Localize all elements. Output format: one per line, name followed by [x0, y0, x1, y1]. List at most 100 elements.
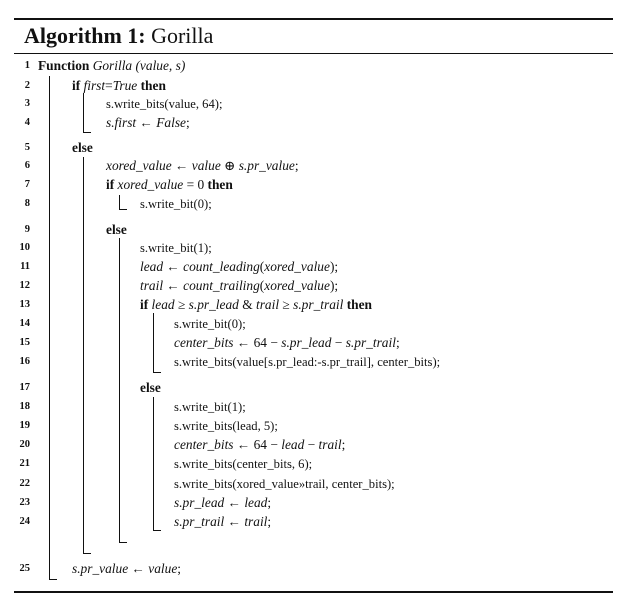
symbol: ;: [186, 115, 190, 130]
line-number: 2: [24, 80, 30, 91]
identifier: True: [112, 78, 138, 93]
symbol: ←: [128, 561, 149, 576]
identifier: s.pr_trail: [293, 297, 344, 312]
line-code: else: [140, 378, 161, 398]
identifier: center_bits: [174, 437, 234, 452]
identifier: lead: [151, 297, 175, 312]
keyword: else: [72, 140, 93, 155]
block-bar-else: [49, 76, 50, 579]
block-foot-if-first: [83, 132, 91, 133]
line-number: 5: [24, 142, 30, 153]
line-number: 7: [24, 179, 30, 190]
line-number: 18: [19, 401, 31, 412]
line-number: 12: [19, 280, 31, 291]
statement: s.write_bit(0);: [140, 197, 212, 211]
symbol: );: [329, 278, 339, 293]
symbol: ;: [294, 158, 299, 173]
identifier: xored_value: [264, 278, 330, 293]
title-rule: [14, 53, 613, 54]
symbol: &: [238, 297, 256, 312]
line-number: 14: [19, 318, 31, 329]
identifier: xored_value: [264, 259, 330, 274]
identifier: s.pr_lead: [188, 297, 239, 312]
algorithm-line: 7 if xored_value = 0 then: [0, 175, 627, 195]
line-number: 25: [19, 563, 31, 574]
identifier: lead: [140, 259, 164, 274]
line-code: s.write_bits(lead, 5);: [174, 416, 278, 436]
block-foot-else-inner: [119, 542, 127, 543]
symbol: ≥: [174, 297, 189, 312]
symbol: ;: [177, 561, 181, 576]
identifier: s.pr_trail: [174, 514, 225, 529]
identifier: trail: [244, 514, 268, 529]
line-code: s.write_bit(1);: [140, 238, 212, 258]
identifier: count_leading: [183, 259, 260, 274]
keyword: Function: [38, 58, 93, 73]
statement: s.write_bits(value, 64);: [106, 97, 223, 111]
symbol: ←: [163, 278, 184, 293]
identifier: xored_value: [106, 158, 172, 173]
line-code: if first=True then: [72, 76, 166, 96]
symbol: ;: [267, 514, 272, 529]
identifier: Gorilla (value, s): [92, 58, 186, 73]
keyword: then: [343, 297, 372, 312]
block-foot-else-outer: [83, 553, 91, 554]
line-code: if xored_value = 0 then: [106, 175, 233, 195]
line-code: s.write_bit(0);: [140, 194, 212, 214]
symbol: =: [105, 78, 113, 93]
block-bar-if-first: [83, 93, 84, 132]
identifier: value: [191, 158, 221, 173]
identifier: lead: [281, 437, 305, 452]
identifier: xored_value: [117, 177, 184, 192]
algorithm-line: 5 else: [0, 138, 627, 158]
line-code: s.write_bits(value[s.pr_lead:-s.pr_trail…: [174, 352, 440, 372]
symbol: ;: [395, 335, 400, 350]
statement: s.write_bits(center_bits, 6);: [174, 457, 313, 471]
symbol: ←: [136, 115, 157, 130]
block-foot-if-lead-trail: [153, 372, 161, 373]
block-foot-if-xored-zero: [119, 209, 127, 210]
line-code: s.write_bit(0);: [174, 314, 246, 334]
algorithm-line: 25 s.pr_value ← value;: [0, 559, 627, 579]
line-number: 1: [24, 60, 30, 71]
symbol: ←: [163, 259, 184, 274]
line-code: else: [72, 138, 93, 158]
identifier: trail: [255, 297, 280, 312]
block-foot-else-lead-trail: [153, 530, 161, 531]
block-bar-else-outer: [83, 157, 84, 553]
symbol: (: [259, 278, 265, 293]
symbol: ⊕: [220, 158, 239, 173]
identifier: s.pr_value: [238, 158, 295, 173]
algorithm-name: Gorilla: [151, 23, 214, 48]
line-number: 3: [24, 98, 30, 109]
symbol: ←: [224, 495, 245, 510]
line-number: 6: [24, 160, 30, 171]
algorithm-title: Algorithm 1: Gorilla: [24, 21, 213, 51]
keyword: if: [140, 297, 152, 312]
identifier: s.pr_lead: [281, 335, 332, 350]
block-bar-else-lead-trail: [153, 397, 154, 530]
symbol: ;: [267, 495, 272, 510]
line-number: 4: [24, 117, 30, 128]
identifier: s.pr_value: [72, 561, 129, 576]
line-code: center_bits ← 64 − s.pr_lead − s.pr_trai…: [174, 333, 400, 353]
statement: s.write_bit(0);: [174, 317, 246, 331]
line-number: 23: [19, 497, 31, 508]
line-code: Function Gorilla (value, s): [38, 56, 185, 76]
algorithm-line: 1 Function Gorilla (value, s): [0, 56, 627, 76]
line-code: s.pr_value ← value;: [72, 559, 181, 579]
line-number: 21: [19, 458, 31, 469]
identifier: trail: [318, 437, 342, 452]
line-code: if lead ≥ s.pr_lead & trail ≥ s.pr_trail…: [140, 295, 372, 315]
line-code: s.write_bits(xored_value»trail, center_b…: [174, 474, 395, 494]
